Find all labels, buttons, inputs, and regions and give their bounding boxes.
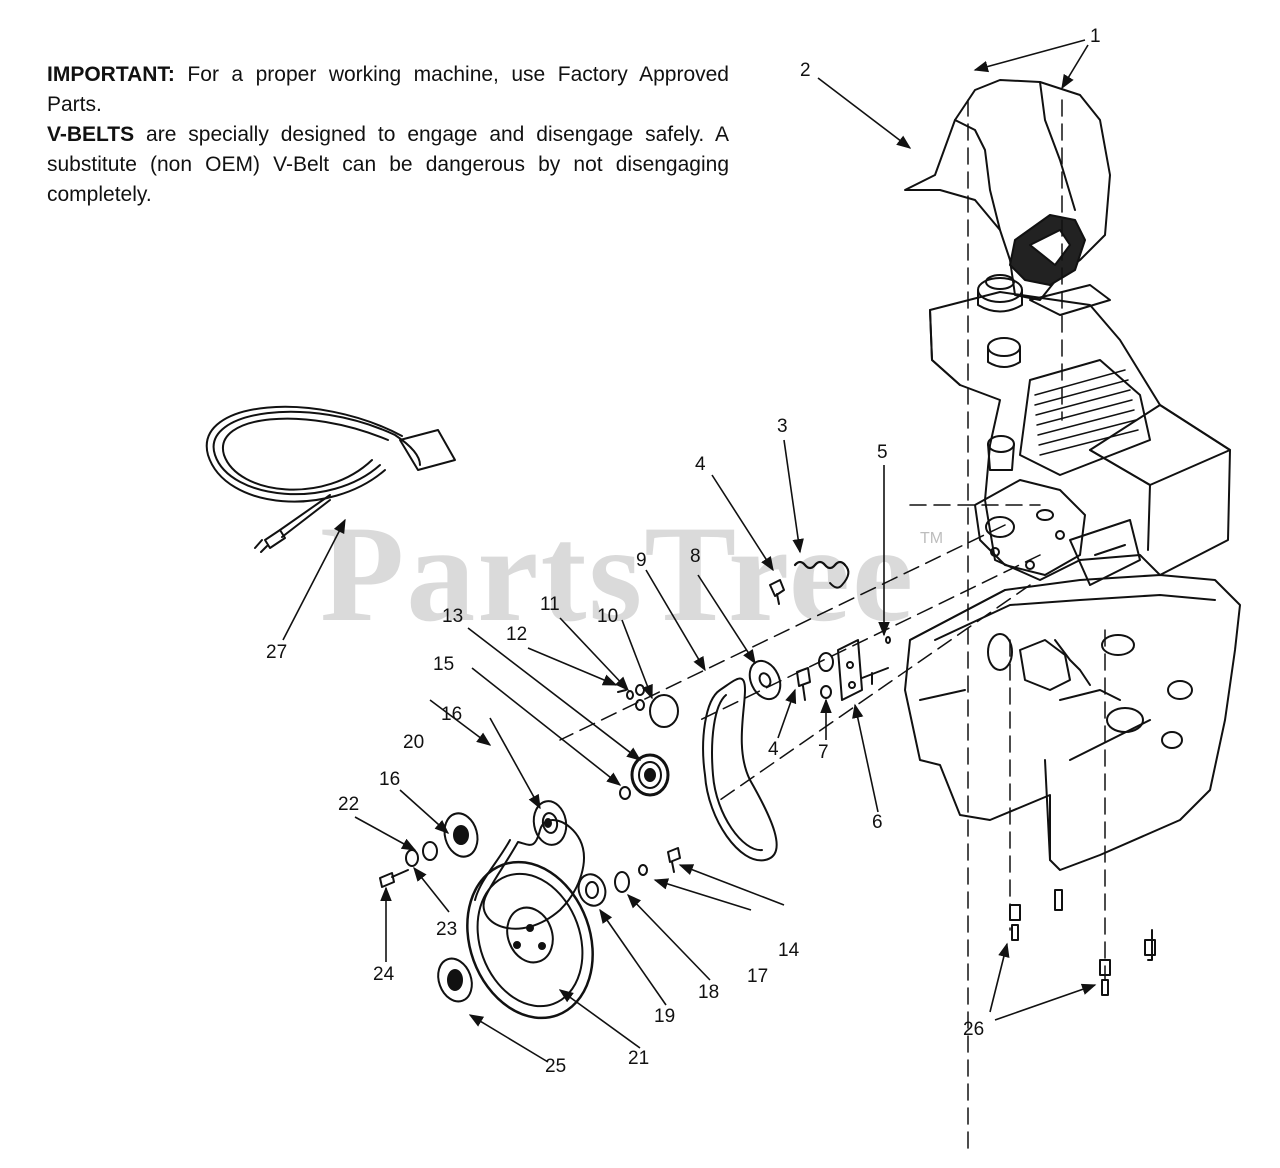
spring [793,560,850,589]
callout-23: 23 [436,919,457,940]
callout-9: 9 [636,550,647,571]
notice-vbelts-paragraph: V-BELTS are specially designed to engage… [47,120,729,210]
vbelts-label: V-BELTS [47,123,135,146]
callout-15: 15 [433,654,454,675]
watermark-tm: TM [920,530,944,547]
recoil-starter-handle [1009,214,1086,286]
traction-pulley [466,860,594,1020]
important-text: For a proper working machine, use Factor… [47,63,729,116]
leader-lines [282,39,1097,1063]
drive-pulley [619,753,670,800]
callout-14: 14 [778,940,800,961]
callout-8: 8 [690,546,701,567]
pulley-hub [437,957,473,1003]
callout-18: 18 [698,982,719,1003]
callout-labels: 1 2 3 4 4 5 6 7 8 9 10 11 12 13 14 15 16… [266,26,1101,1077]
callout-27: 27 [266,642,287,663]
bracket-assembly [818,636,891,701]
callout-7: 7 [818,742,829,763]
vbelts-text: are specially designed to engage and dis… [47,123,729,206]
mounting-flange [1069,519,1141,586]
callout-3: 3 [777,416,788,437]
frame-bolts [1009,889,1156,996]
callout-13: 13 [442,606,463,627]
frame-housing [904,574,1241,871]
callout-4a: 4 [695,454,706,475]
important-notice: IMPORTANT: For a proper working machine,… [47,60,729,210]
v-belt-auger [702,677,778,862]
watermark: PartsTree [320,497,916,650]
callout-4b: 4 [768,739,779,760]
callout-20: 20 [403,732,424,753]
important-label: IMPORTANT: [47,63,175,86]
power-cord [205,405,456,553]
callout-24: 24 [373,964,395,985]
notice-important-paragraph: IMPORTANT: For a proper working machine,… [47,60,729,120]
callout-26: 26 [963,1019,984,1040]
callout-16b: 16 [379,769,400,790]
callout-25: 25 [545,1056,566,1077]
callout-2: 2 [800,60,811,81]
callout-10: 10 [597,606,618,627]
engine-shroud [904,79,1111,301]
callout-22: 22 [338,794,359,815]
idler-pulley [748,659,782,701]
callout-1: 1 [1090,26,1101,47]
bolt-lower [796,667,811,701]
callout-21: 21 [628,1048,649,1069]
callout-17: 17 [747,966,768,987]
engine-assembly [929,284,1231,581]
callout-16a: 16 [441,704,462,725]
spacer-set [617,684,679,728]
callout-19: 19 [654,1006,675,1027]
bolt-upper [769,579,785,605]
callout-5: 5 [877,442,888,463]
callout-6: 6 [872,812,883,833]
small-washers [577,847,681,907]
callout-12: 12 [506,624,527,645]
callout-11: 11 [540,594,560,615]
washer-stack [379,812,479,888]
